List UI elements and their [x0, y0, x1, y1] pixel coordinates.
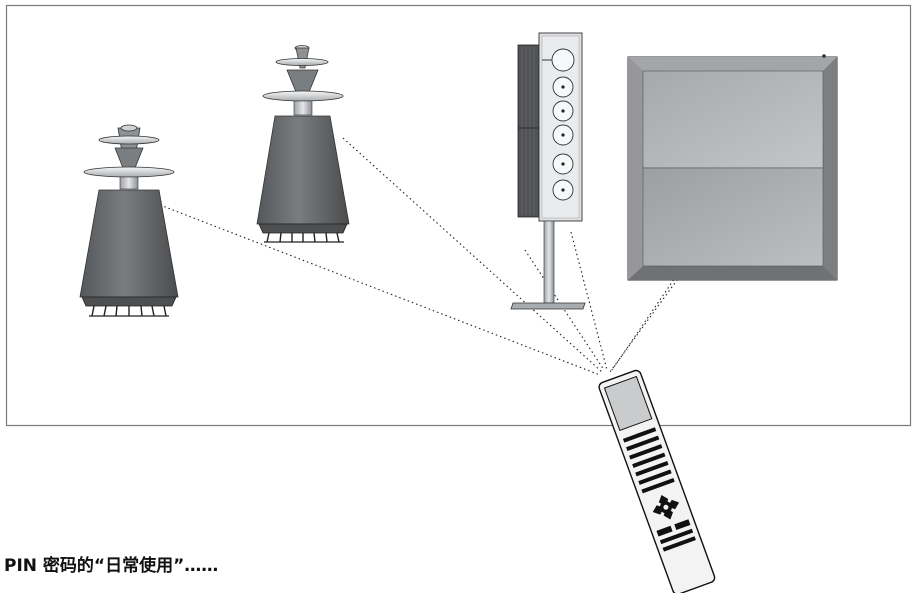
caption-text: PIN 密码的“日常使用”…… — [4, 556, 219, 576]
remote-control-icon — [598, 369, 716, 593]
cd-player-icon — [510, 32, 586, 310]
speaker-right-icon — [256, 45, 350, 243]
navigation-button-icon — [652, 495, 680, 520]
speaker-left-icon — [79, 124, 179, 317]
television-icon — [627, 54, 838, 281]
